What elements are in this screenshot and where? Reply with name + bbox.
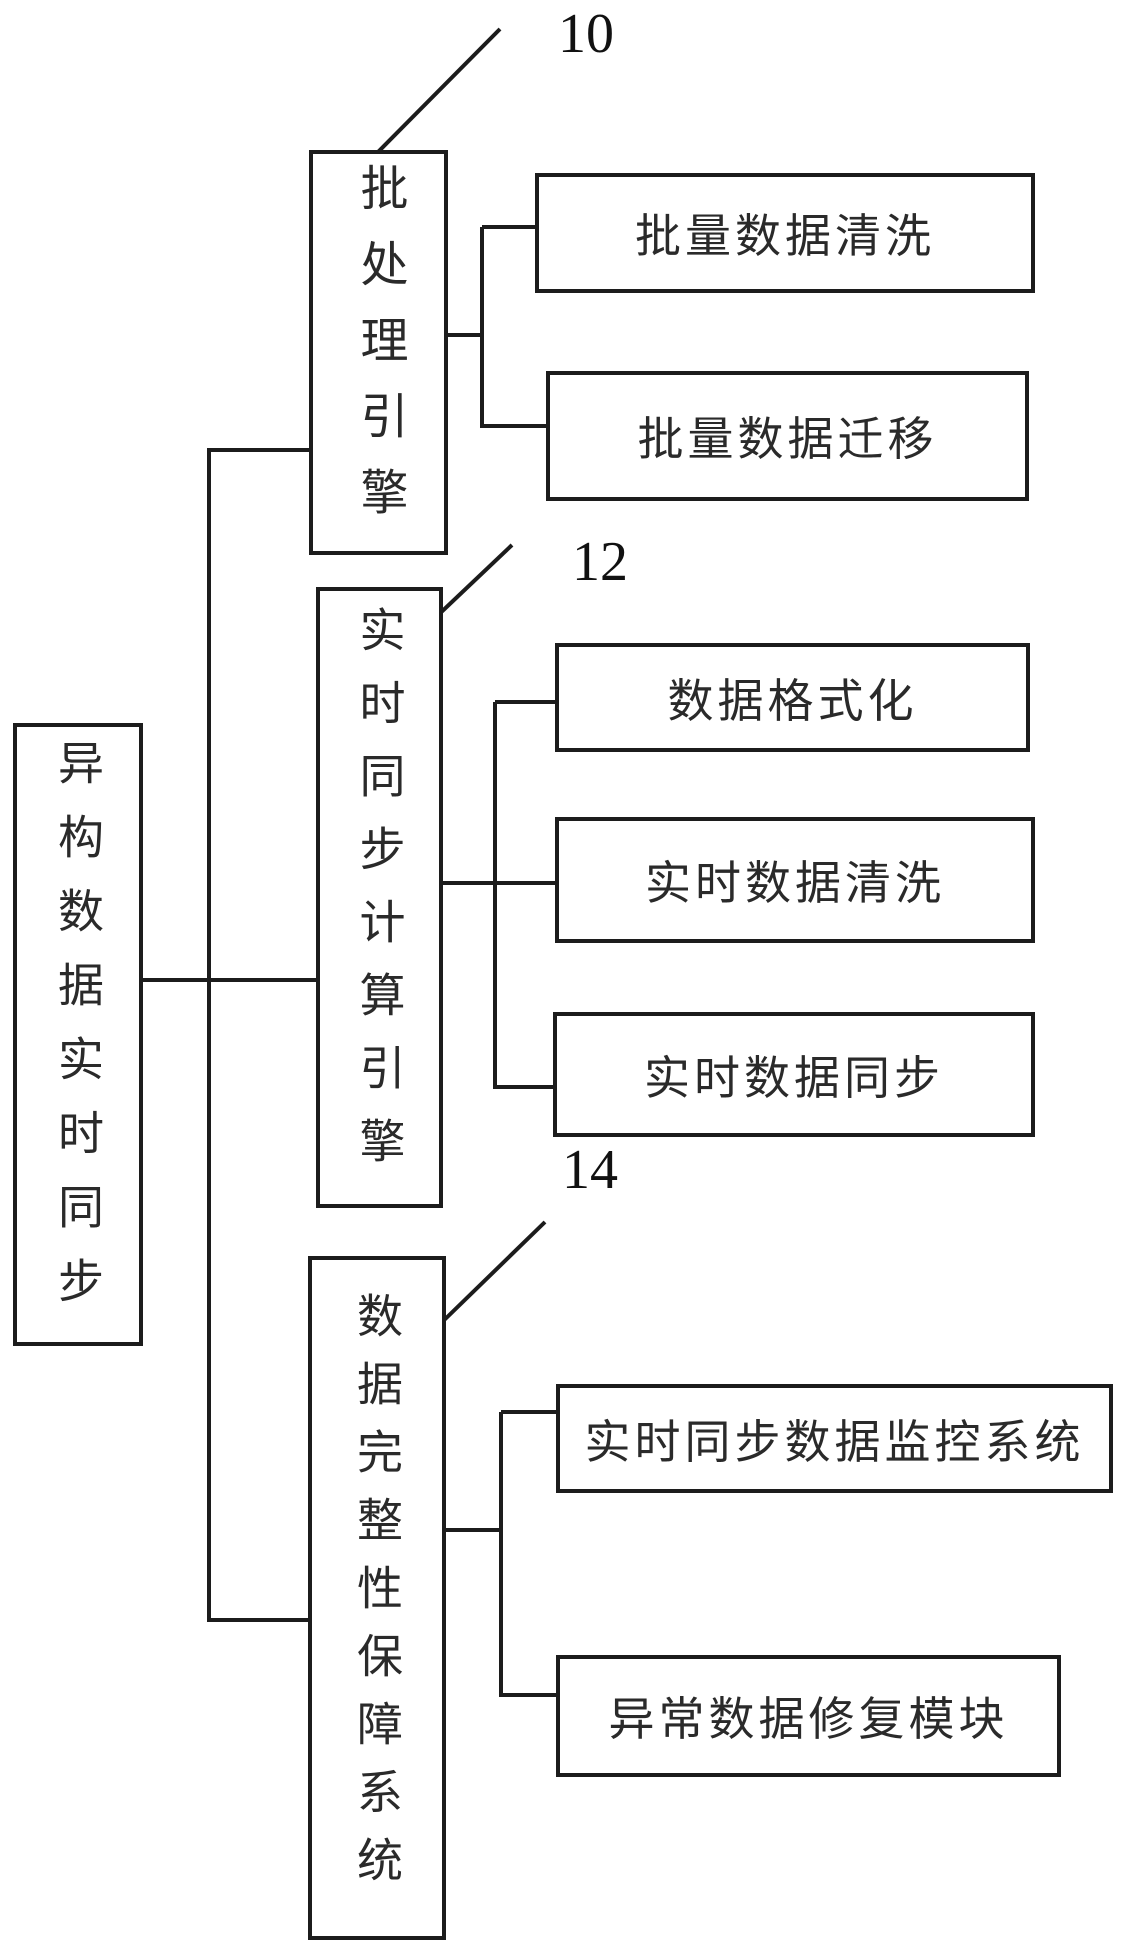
connector-group1-branch xyxy=(448,333,484,337)
node-batch-data-migration: 批量数据迁移 xyxy=(546,371,1029,501)
node-abnormal-data-repair-module: 异常数据修复模块 xyxy=(556,1655,1061,1777)
node-data-formatting-label: 数据格式化 xyxy=(667,674,918,727)
node-data-integrity-system-label: 数据完整性保障系统 xyxy=(351,1292,403,1904)
connector-root-to-group2 xyxy=(142,978,318,982)
connector-group2-child1-stub xyxy=(495,700,557,704)
node-abnormal-data-repair-module-label: 异常数据修复模块 xyxy=(608,1693,1009,1745)
connector-group2-branch xyxy=(443,881,557,885)
node-realtime-sync-monitoring-system-label: 实时同步数据监控系统 xyxy=(584,1415,1085,1468)
node-realtime-data-sync: 实时数据同步 xyxy=(553,1012,1035,1137)
connector-group3-child1-stub xyxy=(501,1410,558,1414)
node-root-label: 异构数据实时同步 xyxy=(52,738,104,1331)
node-realtime-data-cleaning-label: 实时数据清洗 xyxy=(645,857,945,909)
node-batch-processing-engine-label: 批处理引擎 xyxy=(352,162,406,543)
node-data-formatting: 数据格式化 xyxy=(555,643,1030,752)
ref-label-12: 12 xyxy=(572,531,628,593)
connector-trunk-to-group1 xyxy=(209,448,311,452)
connector-group1-child1-stub xyxy=(482,225,537,229)
leader-line-14 xyxy=(435,1220,547,1329)
node-batch-data-cleaning: 批量数据清洗 xyxy=(535,173,1035,293)
node-batch-processing-engine: 批处理引擎 xyxy=(309,150,448,555)
connector-trunk-to-group3 xyxy=(209,1618,310,1622)
node-root-heterogeneous-data-sync: 异构数据实时同步 xyxy=(13,723,143,1346)
node-realtime-sync-compute-engine: 实时同步计算引擎 xyxy=(316,587,443,1208)
connector-group3-child2-stub xyxy=(501,1693,558,1697)
connector-trunk-vertical xyxy=(207,448,211,1622)
node-realtime-data-cleaning: 实时数据清洗 xyxy=(555,817,1035,943)
node-realtime-sync-monitoring-system: 实时同步数据监控系统 xyxy=(556,1384,1113,1493)
node-batch-data-cleaning-label: 批量数据清洗 xyxy=(635,210,935,262)
connector-group3-branch xyxy=(446,1528,503,1532)
ref-label-10: 10 xyxy=(558,3,614,65)
leader-line-10 xyxy=(376,27,502,154)
connector-group1-rail xyxy=(480,227,484,428)
node-data-integrity-system: 数据完整性保障系统 xyxy=(308,1256,446,1940)
connector-group1-child2-stub xyxy=(482,424,548,428)
connector-group2-rail xyxy=(493,702,497,1089)
connector-group2-child3-stub xyxy=(495,1085,555,1089)
node-batch-data-migration-label: 批量数据迁移 xyxy=(637,413,938,465)
node-realtime-data-sync-label: 实时数据同步 xyxy=(644,1051,944,1104)
node-realtime-sync-compute-engine-label: 实时同步计算引擎 xyxy=(353,605,406,1190)
leader-line-12 xyxy=(433,543,514,620)
ref-label-14: 14 xyxy=(562,1139,618,1201)
connector-group3-rail xyxy=(499,1412,503,1697)
